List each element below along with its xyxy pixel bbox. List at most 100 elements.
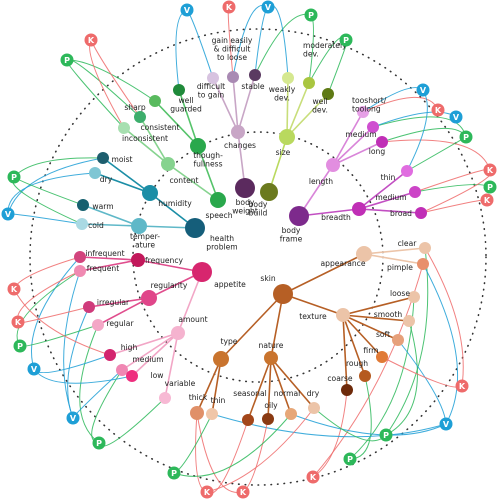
node-cold[interactable]: cold (76, 218, 104, 230)
node-dot[interactable] (190, 138, 206, 154)
node-inconsistent[interactable]: inconsistent (118, 122, 168, 143)
badge-circle[interactable] (455, 379, 469, 393)
node-dot[interactable] (282, 72, 294, 84)
node-dot[interactable] (192, 262, 212, 282)
node-loose[interactable]: loose (390, 289, 420, 303)
node-firm[interactable]: firm (363, 346, 388, 363)
node-dot[interactable] (134, 111, 146, 123)
badge-p-b22[interactable]: P (92, 436, 106, 450)
node-dot[interactable] (273, 284, 293, 304)
node-dot[interactable] (213, 351, 229, 367)
node-dot[interactable] (76, 218, 88, 230)
node-dot[interactable] (185, 218, 205, 238)
node-temperature[interactable]: temper-ature (130, 218, 160, 250)
node-dot[interactable] (131, 253, 145, 267)
node-broad[interactable]: broad (390, 207, 427, 219)
node-length[interactable]: length (309, 158, 340, 186)
badge-circle[interactable] (222, 0, 236, 14)
node-frequency[interactable]: frequency (131, 253, 184, 267)
node-dot[interactable] (206, 408, 218, 420)
node-dot[interactable] (417, 258, 429, 270)
node-dry-hum[interactable]: dry (89, 167, 113, 184)
node-long[interactable]: long (369, 136, 388, 156)
badge-circle[interactable] (343, 452, 357, 466)
badge-p-b10[interactable]: P (459, 130, 473, 144)
node-appearance[interactable]: appearance (320, 246, 372, 268)
badge-p-b17[interactable]: P (483, 180, 497, 194)
node-dot[interactable] (352, 202, 366, 216)
node-dot[interactable] (116, 364, 128, 376)
badge-circle[interactable] (66, 411, 80, 425)
node-dot[interactable] (359, 370, 371, 382)
badge-p-b3[interactable]: P (304, 8, 318, 22)
badge-circle[interactable] (84, 33, 98, 47)
badge-k-b26[interactable]: K (200, 485, 214, 499)
badge-p-b25[interactable]: P (343, 452, 357, 466)
node-sharp[interactable]: sharp (124, 95, 161, 112)
node-type[interactable]: type (213, 337, 238, 367)
node-soft[interactable]: soft (376, 330, 404, 346)
node-thin-skin[interactable]: thin (206, 396, 226, 420)
node-medium-breadth[interactable]: medium (375, 186, 421, 202)
badge-v-b13[interactable]: V (1, 207, 15, 221)
node-dot[interactable] (289, 206, 309, 226)
node-dot[interactable] (356, 246, 372, 262)
node-dot[interactable] (279, 129, 295, 145)
badge-circle[interactable] (483, 163, 497, 177)
badge-p-b27[interactable]: P (379, 428, 393, 442)
node-dot[interactable] (367, 121, 379, 133)
badge-circle[interactable] (439, 417, 453, 431)
badge-v-b4[interactable]: V (180, 3, 194, 17)
node-dot[interactable] (322, 88, 334, 100)
node-regular[interactable]: regular (92, 319, 134, 331)
badge-k-b23[interactable]: K (455, 379, 469, 393)
node-dot[interactable] (376, 136, 388, 148)
badge-p-b8[interactable]: P (60, 53, 74, 67)
badge-k-b18[interactable]: K (11, 315, 25, 329)
node-dot[interactable] (92, 319, 104, 331)
node-dot[interactable] (336, 308, 350, 322)
node-low[interactable]: low (126, 370, 163, 382)
node-dot[interactable] (260, 183, 278, 201)
badge-circle[interactable] (480, 193, 494, 207)
badge-circle[interactable] (339, 33, 353, 47)
badge-circle[interactable] (416, 83, 430, 97)
badge-circle[interactable] (11, 315, 25, 329)
node-dot[interactable] (161, 157, 175, 171)
node-dot[interactable] (141, 290, 157, 306)
node-dot[interactable] (326, 158, 340, 172)
node-dot[interactable] (210, 192, 226, 208)
node-dot[interactable] (97, 152, 109, 164)
node-medium-amount[interactable]: medium (116, 355, 164, 376)
node-humidity[interactable]: humidity (142, 185, 192, 208)
node-smooth[interactable]: smooth (374, 310, 415, 327)
badge-circle[interactable] (261, 0, 275, 14)
node-amount[interactable]: amount (171, 315, 208, 340)
node-frequent[interactable]: frequent (74, 264, 119, 277)
node-dot[interactable] (341, 384, 353, 396)
node-regularity[interactable]: regularity (141, 281, 188, 306)
node-dot[interactable] (142, 185, 158, 201)
node-dot[interactable] (419, 242, 431, 254)
node-dot[interactable] (392, 334, 404, 346)
badge-k-b30[interactable]: K (306, 470, 320, 484)
node-high[interactable]: high (104, 343, 137, 361)
badge-circle[interactable] (13, 339, 27, 353)
node-dot[interactable] (89, 167, 101, 179)
node-dot[interactable] (126, 370, 138, 382)
node-too-short[interactable]: tooshort/toolong (352, 96, 387, 118)
node-dot[interactable] (104, 349, 116, 361)
node-thin-breadth[interactable]: thin (381, 165, 413, 182)
badge-v-b24[interactable]: V (439, 417, 453, 431)
badge-k-b9[interactable]: K (431, 103, 445, 117)
node-dot[interactable] (264, 351, 278, 365)
badge-circle[interactable] (60, 53, 74, 67)
badge-v-b11[interactable]: V (449, 110, 463, 124)
badge-circle[interactable] (306, 470, 320, 484)
node-dot[interactable] (262, 413, 274, 425)
